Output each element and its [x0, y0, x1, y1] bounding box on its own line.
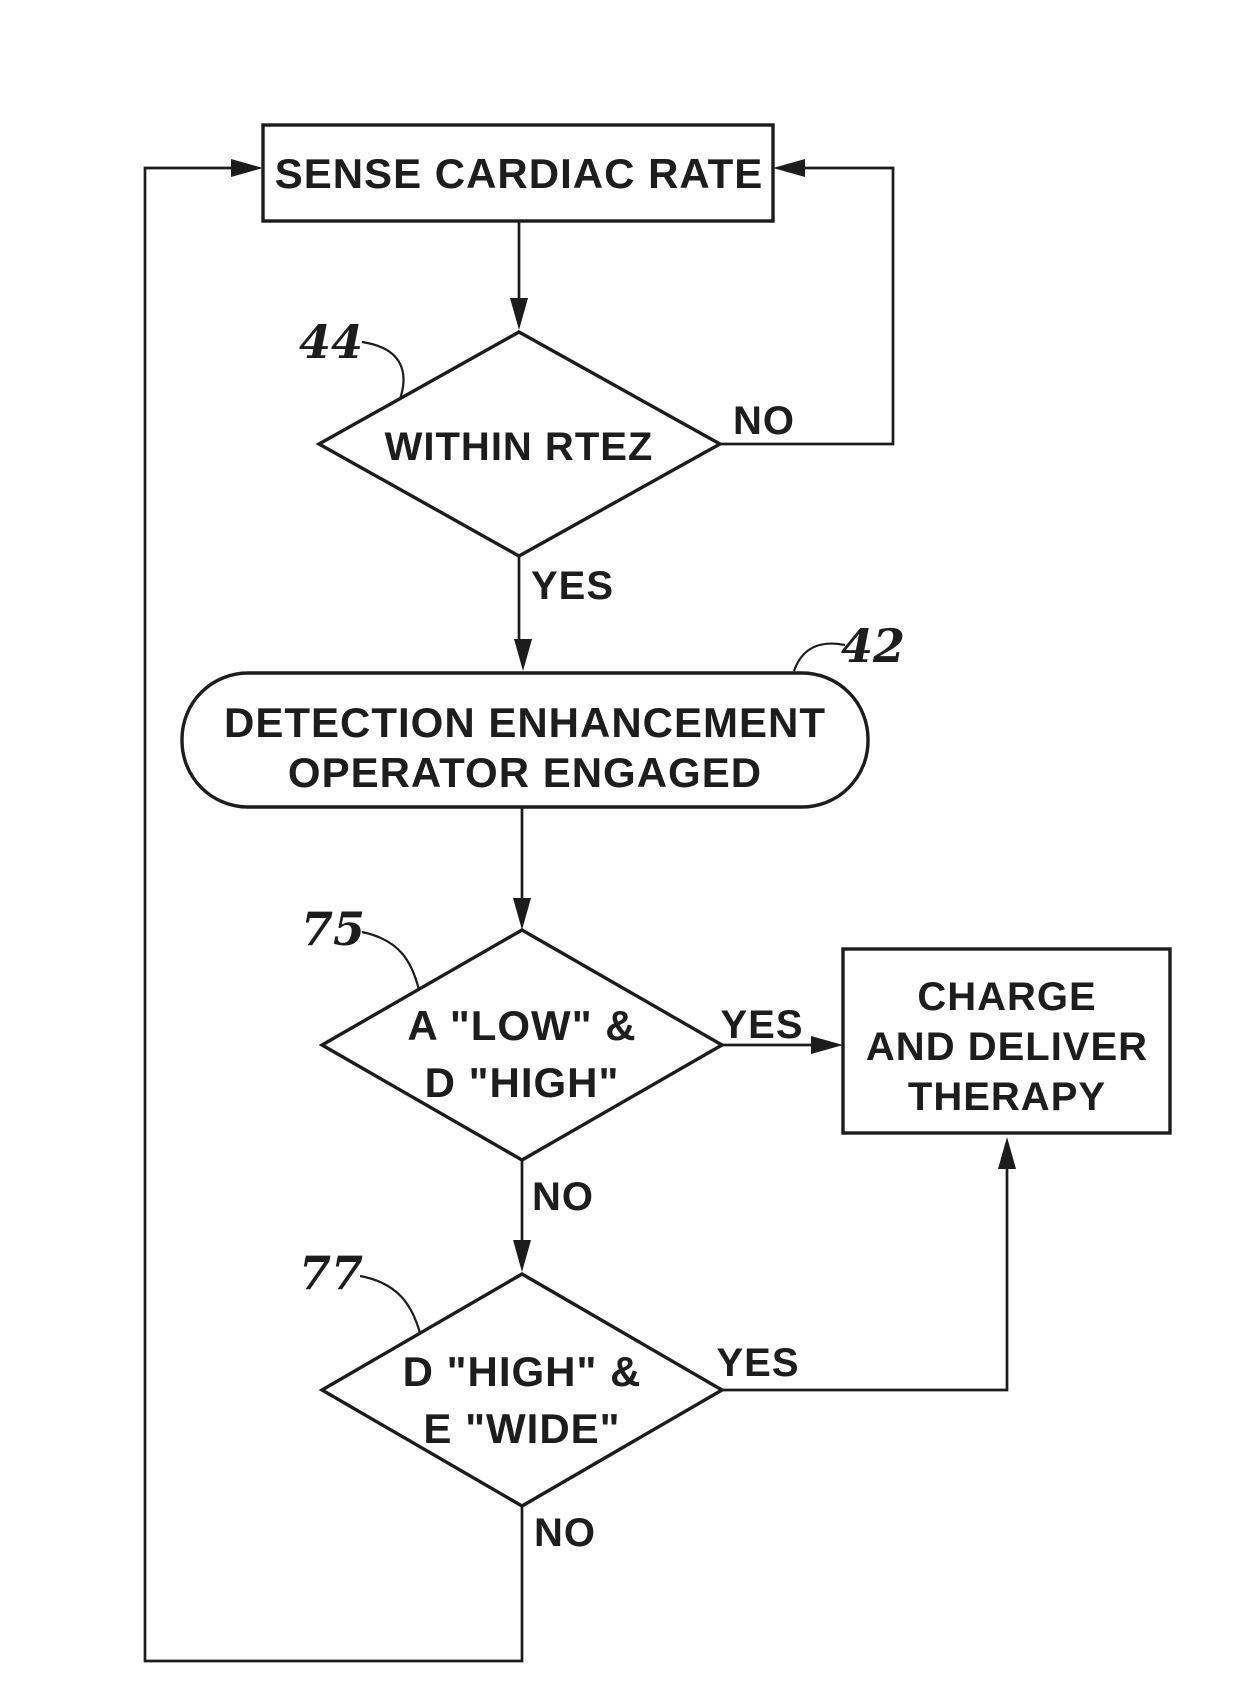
- label-d-high-line2: E "WIDE": [423, 1405, 620, 1452]
- label-a-low-line2: D "HIGH": [425, 1059, 620, 1106]
- connector-no-loop-to-sense: [143, 166, 524, 1663]
- arrowhead-into-detection: [514, 639, 532, 671]
- arrowhead-into-d-high: [513, 1240, 531, 1272]
- process-box-sense-cardiac-rate: [261, 123, 775, 223]
- connector-d-high-yes-to-charge: [722, 1167, 1009, 1392]
- ref-numeral-77: 77: [299, 1246, 363, 1300]
- arrowhead-into-a-low: [513, 898, 531, 930]
- connector-within-rtez-no-to-sense: [720, 166, 895, 446]
- label-detection-line2: OPERATOR ENGAGED: [288, 749, 762, 796]
- arrowhead-into-sense-left: [231, 159, 263, 177]
- leader-ref-44: [361, 340, 405, 403]
- branch-label-d-high-no: NO: [534, 1511, 596, 1555]
- arrowhead-into-sense-right: [773, 159, 805, 177]
- branch-label-within-rtez-yes: YES: [531, 564, 614, 608]
- arrowhead-into-charge-left: [811, 1036, 843, 1054]
- arrowhead-into-charge-bottom: [998, 1137, 1016, 1169]
- label-charge-line2: AND DELIVER: [866, 1025, 1148, 1069]
- ref-numeral-44: 44: [299, 315, 363, 369]
- branch-label-a-low-yes: YES: [720, 1003, 803, 1047]
- ref-numeral-75: 75: [301, 902, 365, 956]
- label-within-rtez: WITHIN RTEZ: [385, 425, 654, 469]
- ref-numeral-42: 42: [841, 619, 905, 673]
- branch-label-d-high-yes: YES: [716, 1341, 799, 1385]
- decision-diamond-d-high-e-wide: [318, 1272, 726, 1508]
- branch-label-within-rtez-no: NO: [733, 399, 795, 443]
- terminal-detection-enhancement: [180, 671, 870, 809]
- process-box-charge-deliver-therapy: [841, 947, 1172, 1135]
- branch-label-a-low-no: NO: [532, 1175, 594, 1219]
- label-detection-line1: DETECTION ENHANCEMENT: [224, 699, 826, 746]
- label-charge-line1: CHARGE: [917, 975, 1096, 1019]
- label-charge-line3: THERAPY: [908, 1075, 1106, 1119]
- label-sense-cardiac-rate: SENSE CARDIAC RATE: [275, 150, 764, 197]
- decision-diamond-a-low-d-high: [318, 928, 726, 1162]
- decision-diamond-within-rtez: [315, 330, 724, 558]
- label-a-low-line1: A "LOW" &: [407, 1002, 636, 1049]
- leader-ref-42: [792, 642, 846, 672]
- leader-ref-75: [361, 930, 421, 991]
- arrowhead-into-within-rtez: [510, 298, 528, 330]
- leader-ref-77: [359, 1274, 422, 1334]
- label-d-high-line1: D "HIGH" &: [403, 1348, 642, 1395]
